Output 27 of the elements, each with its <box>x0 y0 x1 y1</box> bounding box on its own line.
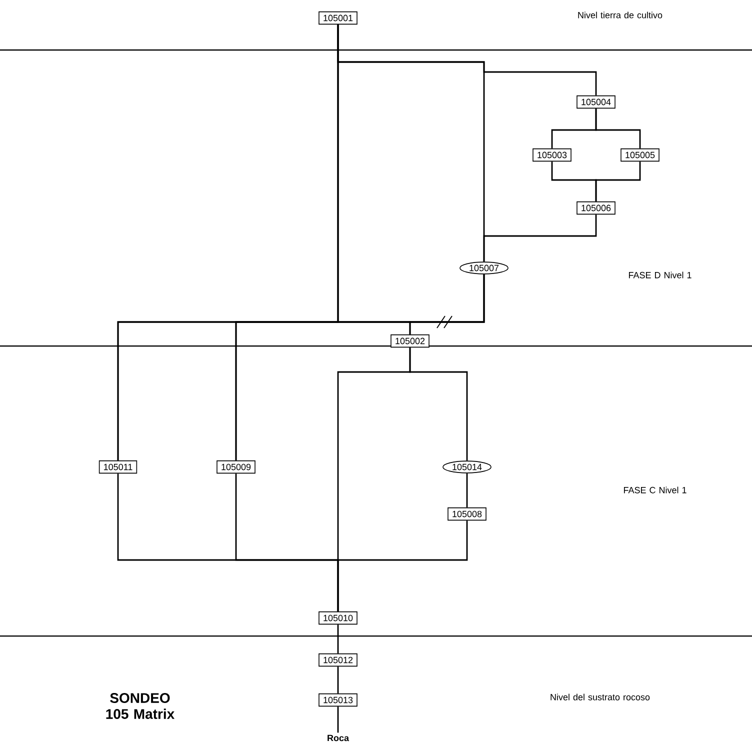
connector-line <box>483 214 597 262</box>
connector-line <box>595 108 641 148</box>
unit-box: 105002 <box>390 334 430 348</box>
end-label: Roca <box>328 734 350 742</box>
level-label: FASE C Nivel 1 <box>624 486 686 494</box>
unit-box: 105004 <box>576 95 616 109</box>
title: SONDEO 105 Matrix <box>106 693 175 719</box>
connector-line <box>337 666 339 694</box>
connector-line <box>337 520 468 612</box>
unit-box: 105009 <box>216 460 256 474</box>
unit-box: 105010 <box>318 611 358 625</box>
level-label: FASE D Nivel 1 <box>628 272 692 278</box>
connector-line <box>409 274 485 334</box>
unit-box: 105008 <box>448 507 486 521</box>
unit-box: 105001 <box>318 11 358 25</box>
unit-box: 105003 <box>532 148 572 162</box>
level-label: Nivel del sustrato rocoso <box>550 694 650 700</box>
connector-line <box>466 473 468 508</box>
unit-box: 105012 <box>318 653 358 667</box>
connector-line <box>595 162 641 202</box>
unit-box: 105013 <box>318 693 358 707</box>
level-label: Nivel tierra de cultivo <box>578 12 662 18</box>
unit-box: 105011 <box>98 460 138 474</box>
connector-line <box>337 624 339 654</box>
unit-box: 105006 <box>576 201 616 215</box>
connector-line <box>337 706 339 733</box>
unit-box: 105005 <box>620 148 660 162</box>
